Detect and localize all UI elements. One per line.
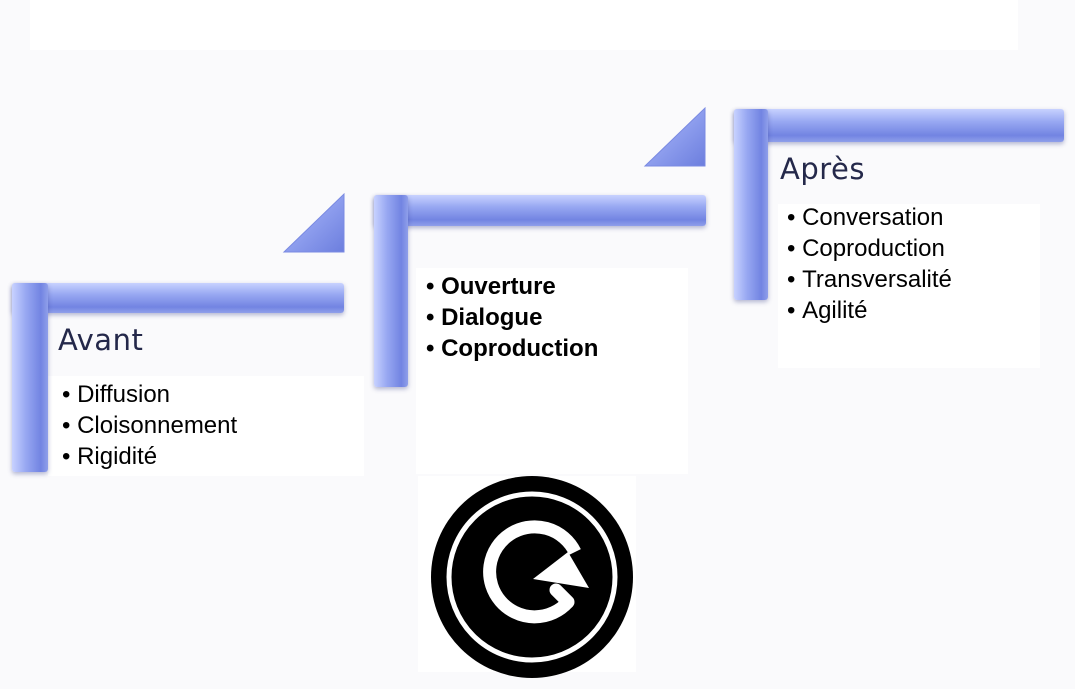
list-item: Transversalité [787,264,952,295]
list-item: Agilité [787,295,952,326]
step-after-side-bar [734,109,768,300]
list-item: Dialogue [426,302,598,333]
step-before-list: Diffusion Cloisonnement Rigidité [62,379,237,472]
circular-arrow-logo-icon [431,476,633,678]
step-middle-top-bar [374,195,706,226]
step-after-top-bar [734,109,1064,142]
list-item: Diffusion [62,379,237,410]
list-item: Rigidité [62,441,237,472]
step-after-label: Après [780,152,865,186]
top-banner [30,0,1018,50]
list-item: Coproduction [787,233,952,264]
step-middle-list: Ouverture Dialogue Coproduction [426,271,598,364]
list-item: Conversation [787,202,952,233]
step-after-list: Conversation Coproduction Transversalité… [787,202,952,326]
step-before-side-bar [12,283,48,472]
list-item: Coproduction [426,333,598,364]
step-before-top-bar [12,283,344,313]
step-before-label: Avant [58,323,144,357]
triangle-arrow-icon [282,192,345,253]
list-item: Ouverture [426,271,598,302]
list-item: Cloisonnement [62,410,237,441]
step-middle-side-bar [374,195,408,387]
triangle-arrow-icon [643,106,706,167]
